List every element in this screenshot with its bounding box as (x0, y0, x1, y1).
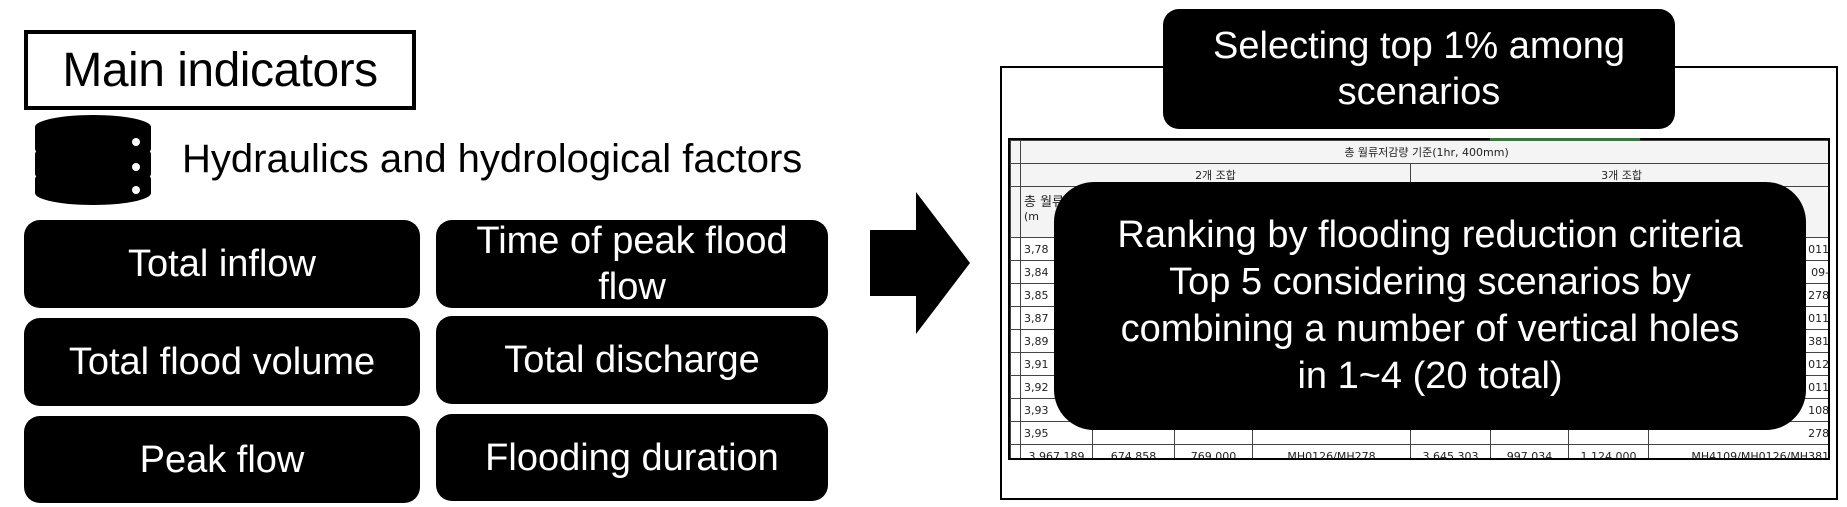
ranking-line-4: in 1~4 (20 total) (1297, 355, 1563, 397)
indicator-peak-flow: Peak flow (24, 416, 420, 503)
table-corner-cell (1010, 186, 1021, 238)
ranking-description: Ranking by flooding reduction criteria T… (1054, 182, 1806, 430)
table-header-main: 총 월류저감량 기준(1hr, 400mm) (1019, 140, 1828, 164)
ranking-line-2: Top 5 considering scenarios by (1169, 261, 1691, 303)
ranking-line-3: combining a number of vertical holes (1120, 308, 1740, 350)
database-icon (35, 115, 151, 205)
hydraulics-subtitle: Hydraulics and hydrological factors (182, 137, 803, 181)
table-corner-cell (1010, 163, 1021, 187)
indicator-total-flood-volume: Total flood volume (24, 318, 420, 406)
table-corner-cell (1010, 140, 1021, 164)
indicator-total-discharge: Total discharge (436, 316, 828, 404)
table-highlight-bar (1490, 138, 1640, 141)
table-col-header-text: 총 월류 (1024, 195, 1065, 210)
right-arrow-icon (870, 192, 970, 334)
table-col-header-unit: (m (1024, 210, 1040, 223)
main-indicators-title: Main indicators (24, 30, 416, 110)
indicator-time-of-peak-flood-flow: Time of peak flood flow (436, 220, 828, 308)
indicator-flooding-duration: Flooding duration (436, 414, 828, 501)
table-row: 3,967,189 674,858 769,000 MH0126/MH278 3… (1010, 444, 1828, 458)
selecting-top-label: Selecting top 1% among scenarios (1163, 9, 1675, 129)
ranking-line-1: Ranking by flooding reduction criteria (1117, 214, 1743, 256)
indicator-total-inflow: Total inflow (24, 220, 420, 308)
